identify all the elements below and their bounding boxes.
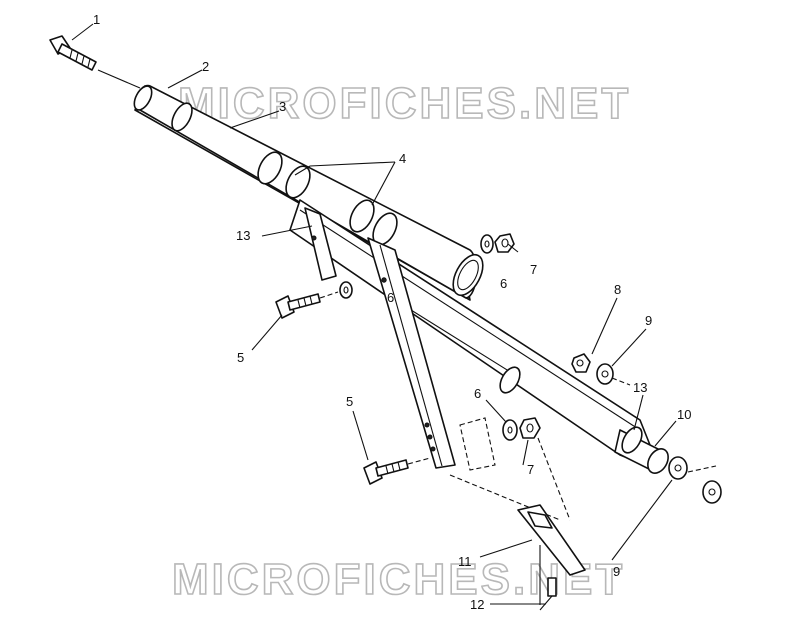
nut-washer-right bbox=[571, 353, 722, 504]
callout-1: 1 bbox=[93, 12, 100, 27]
callout-6-lower: 6 bbox=[474, 386, 481, 401]
watermark-top: MICROFICHES.NET bbox=[178, 79, 631, 128]
leader-lines bbox=[71, 23, 677, 605]
callout-10: 10 bbox=[677, 407, 691, 422]
bolt-5-lower bbox=[363, 457, 431, 485]
callout-6-plate: 6 bbox=[387, 290, 394, 305]
bolt-1 bbox=[49, 35, 97, 71]
callout-3: 3 bbox=[279, 99, 286, 114]
washer-nut-lower bbox=[449, 417, 571, 521]
callout-13-upper: 13 bbox=[236, 228, 250, 243]
foot-peg bbox=[517, 504, 586, 611]
callout-9-lower: 9 bbox=[613, 564, 620, 579]
callouts: 1 2 3 4 13 6 7 6 5 8 9 13 5 6 10 7 11 9 … bbox=[93, 12, 691, 612]
callout-6-upper: 6 bbox=[500, 276, 507, 291]
washer-nut-upper bbox=[480, 233, 515, 254]
callout-9-upper: 9 bbox=[645, 313, 652, 328]
callout-7-upper: 7 bbox=[530, 262, 537, 277]
callout-13-lower: 13 bbox=[633, 380, 647, 395]
mount-plate bbox=[304, 207, 456, 469]
callout-8: 8 bbox=[614, 282, 621, 297]
callout-11: 11 bbox=[458, 554, 472, 569]
watermark-bottom: MICROFICHES.NET bbox=[172, 555, 625, 604]
bolt-5-upper bbox=[275, 281, 353, 319]
callout-5-upper: 5 bbox=[237, 350, 244, 365]
callout-7-lower: 7 bbox=[527, 462, 534, 477]
callout-12: 12 bbox=[470, 597, 484, 612]
callout-2: 2 bbox=[202, 59, 209, 74]
callout-4: 4 bbox=[399, 151, 406, 166]
callout-5-lower: 5 bbox=[346, 394, 353, 409]
